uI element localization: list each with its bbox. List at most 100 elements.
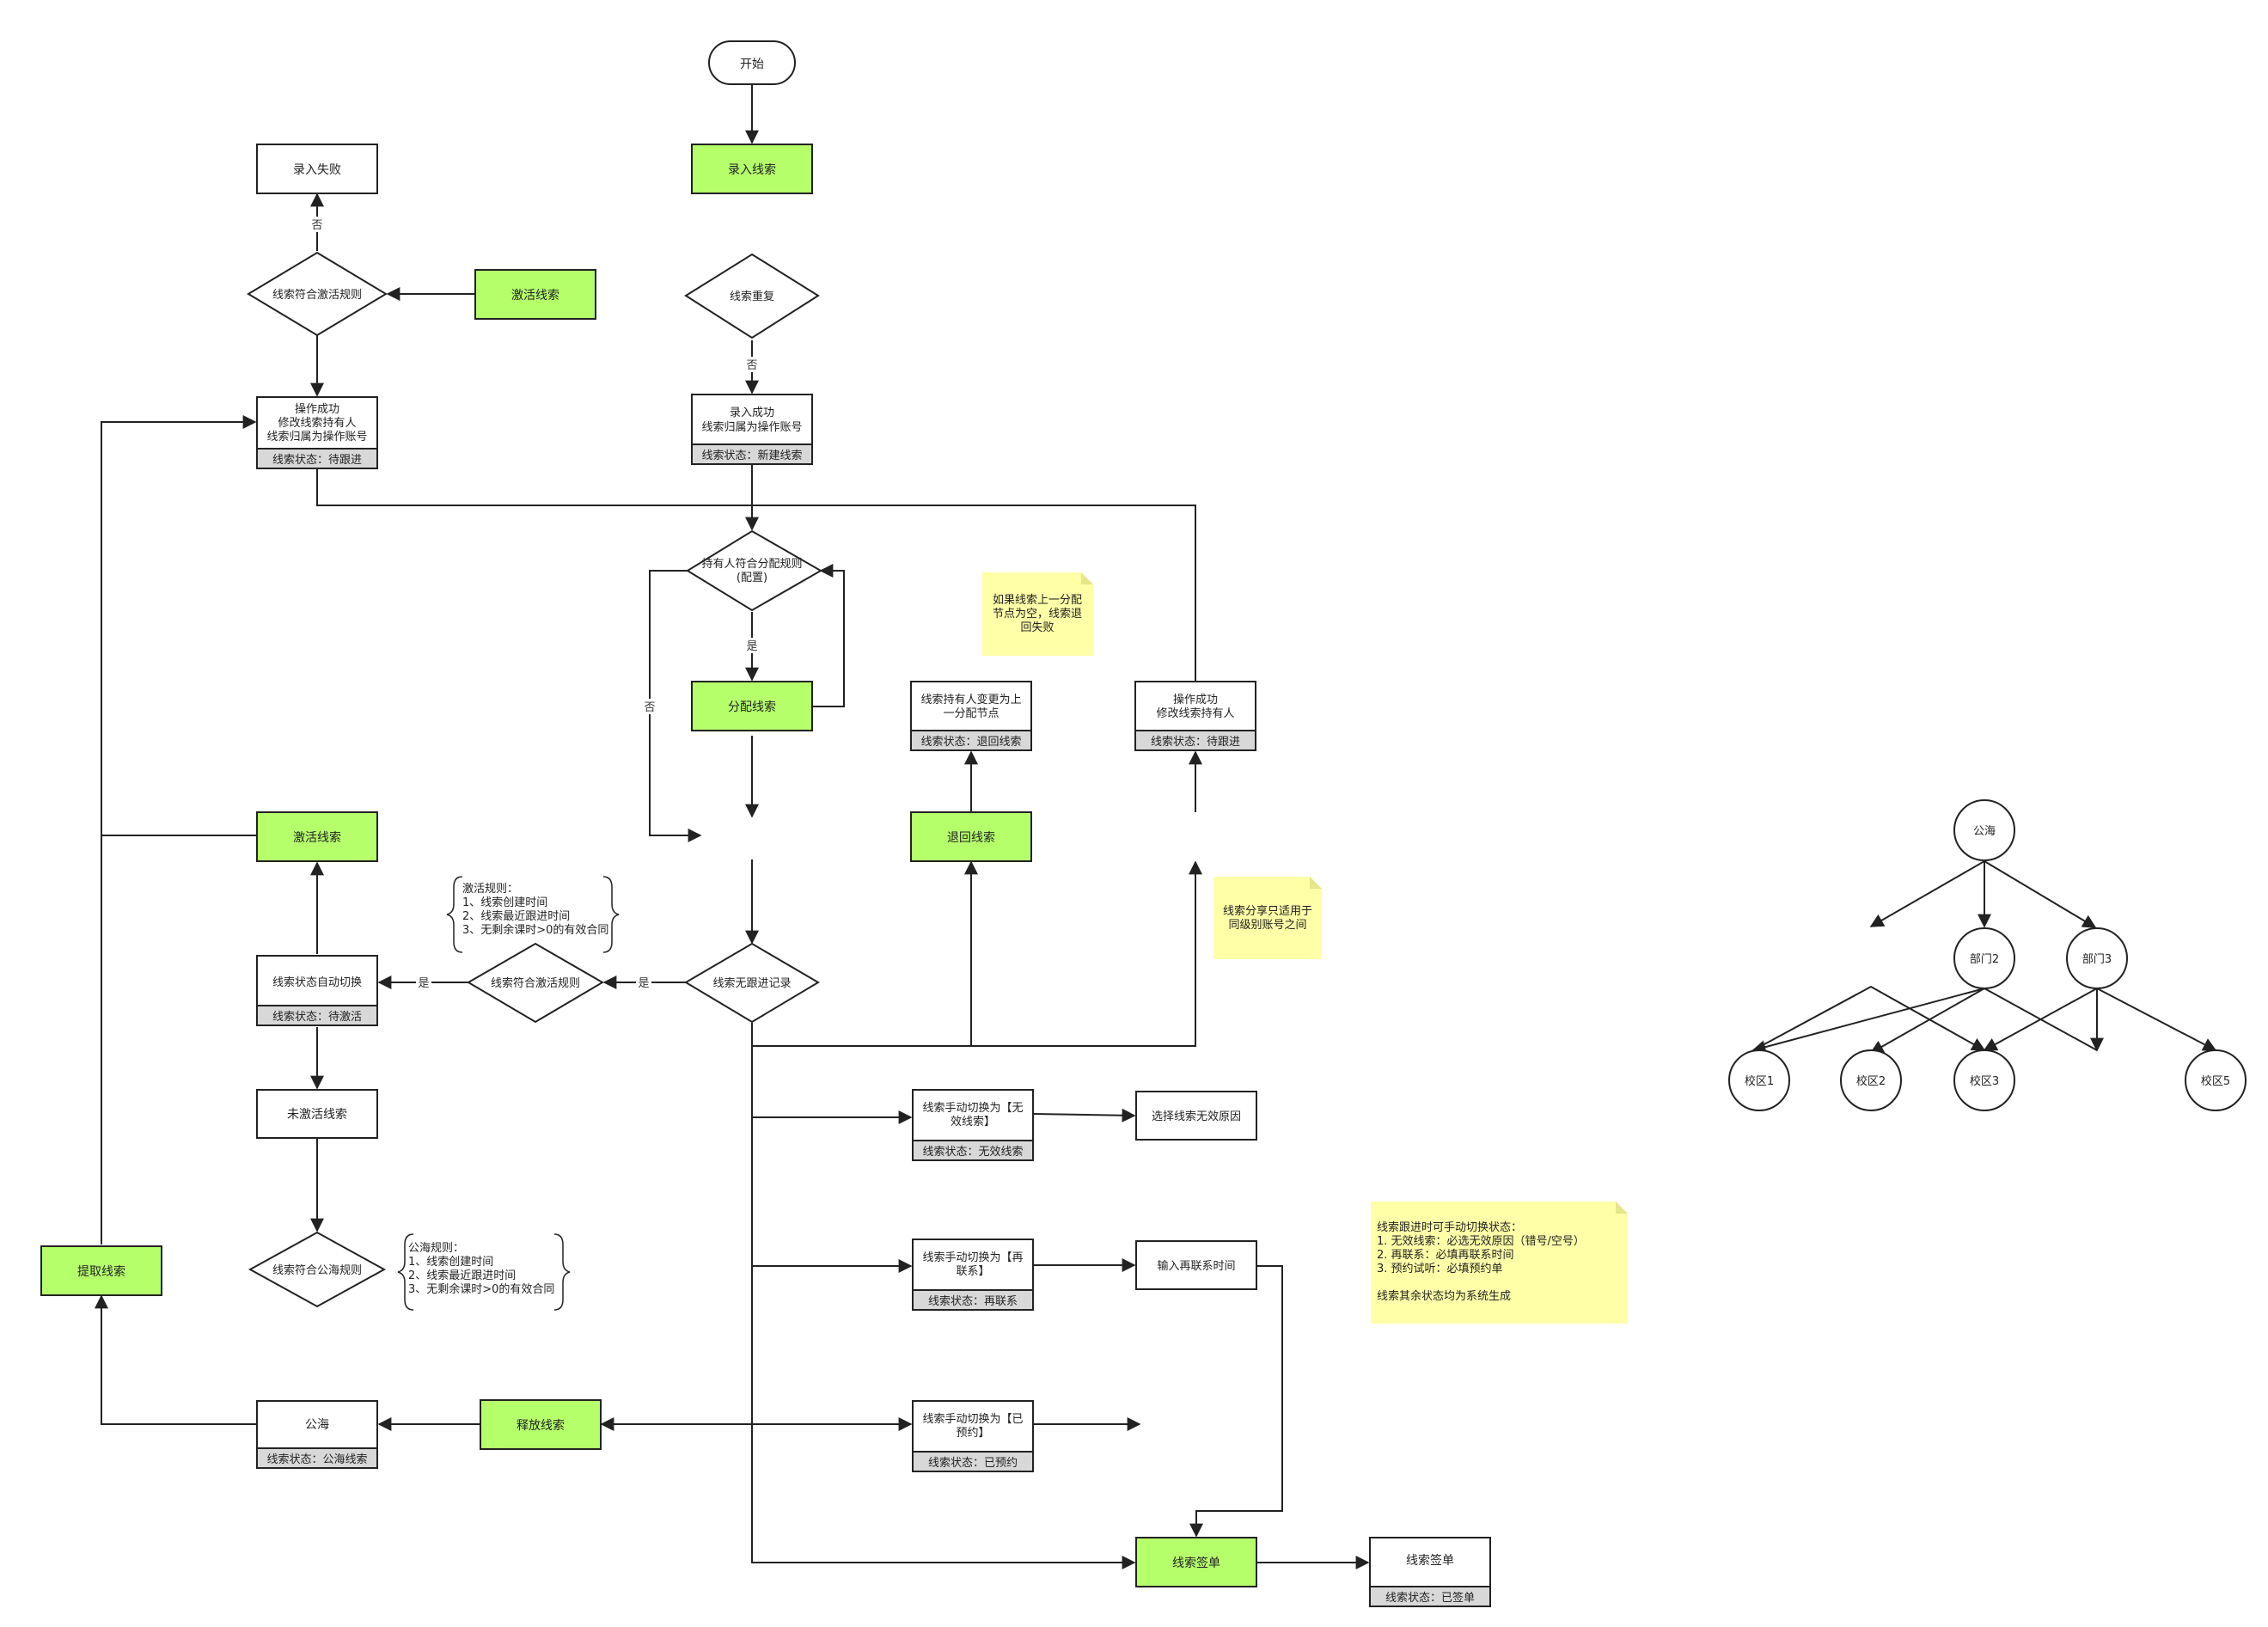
not-activated-node: 未激活线索 bbox=[256, 1089, 378, 1139]
op-success-line3: 线索归属为操作账号 bbox=[266, 430, 367, 443]
pool-rule-line2: 1、线索创建时间 bbox=[408, 1256, 493, 1269]
signed-label: 线索签单 bbox=[1406, 1553, 1454, 1568]
edge-activate-to-success bbox=[101, 415, 257, 836]
no-follow-node: 线索无跟进记录 bbox=[684, 942, 820, 1024]
tree-dept2-circle bbox=[1953, 927, 2015, 989]
tree-dept3-label: 部门3 bbox=[2082, 953, 2112, 966]
booked-line1: 线索手动切换为【已 bbox=[922, 1413, 1023, 1426]
edge-time-to-sign bbox=[1189, 1265, 1283, 1538]
auto-switch-node: 线索状态自动切换 线索状态：待激活 bbox=[256, 955, 378, 1026]
op-success2-node: 操作成功 修改线索持有人 线索状态：待跟进 bbox=[1134, 681, 1256, 751]
tree-campus2-circle bbox=[1840, 1049, 1902, 1111]
extract-lead-label: 提取线索 bbox=[77, 1264, 125, 1279]
op-success-line2: 修改线索持有人 bbox=[278, 417, 356, 430]
no-follow-label: 线索无跟进记录 bbox=[712, 977, 791, 990]
tree-edge-dept2-campus1 bbox=[1751, 988, 1985, 1055]
auto-switch-label: 线索状态自动切换 bbox=[272, 976, 362, 989]
recontact-status: 线索状态：再联系 bbox=[928, 1295, 1018, 1308]
activate-top-label: 激活线索 bbox=[511, 288, 559, 303]
activate-rule-line1: 激活规则： bbox=[462, 883, 518, 896]
recontact-time-label: 输入再联系时间 bbox=[1157, 1259, 1235, 1273]
invalid-line2: 效线索】 bbox=[951, 1116, 995, 1129]
booked-node: 线索手动切换为【已 预约】 线索状态：已预约 bbox=[912, 1400, 1034, 1472]
op-success2-line1: 操作成功 bbox=[1173, 693, 1218, 706]
tree-edge-cross1 bbox=[1752, 985, 1986, 1051]
tree-campus1-circle bbox=[1728, 1049, 1790, 1111]
op-success-node: 操作成功 修改线索持有人 线索归属为操作账号 线索状态：待跟进 bbox=[256, 396, 378, 469]
tree-edge-dept3-campus5 bbox=[2096, 988, 2217, 1051]
edge-label-yes-assign: 是 bbox=[746, 640, 757, 653]
assign-lead-label: 分配线索 bbox=[728, 700, 776, 714]
pool-rule-check-node: 线索符合公海规则 bbox=[248, 1231, 387, 1308]
tree-root-label: 公海 bbox=[1973, 825, 1996, 838]
edge-labels: 否 否 是 否 是 是 bbox=[309, 217, 760, 990]
activate-mid-label: 激活线索 bbox=[293, 830, 341, 845]
enter-lead-label: 录入线索 bbox=[728, 162, 776, 177]
activate-rule-line2: 1、线索创建时间 bbox=[462, 896, 547, 909]
edge-label-yes-switch: 是 bbox=[418, 977, 429, 990]
org-tree: 公海 部门2 部门3 校区1 校区2 校区3 校区5 bbox=[1728, 799, 2247, 1111]
rule-check-mid-label: 线索符合激活规则 bbox=[491, 976, 580, 990]
auto-switch-status: 线索状态：待激活 bbox=[272, 1011, 362, 1024]
tree-dept2-label: 部门2 bbox=[1970, 953, 1999, 966]
owner-rule-line1: 持有人符合分配规则 bbox=[701, 557, 802, 571]
edge-success-to-right bbox=[316, 468, 1196, 683]
pool-rule-line4: 3、无剩余课时>0的有效合同 bbox=[408, 1282, 554, 1296]
edge-label-no-left: 否 bbox=[644, 701, 655, 714]
pool-rule-note: 公海规则： 1、线索创建时间 2、线索最近跟进时间 3、无剩余课时>0的有效合同 bbox=[397, 1233, 571, 1311]
nodes: 开始 录入线索 录入失败 线索符合激活规则 激活线索 线索重复 bbox=[40, 40, 1491, 1607]
enter-lead-node: 录入线索 bbox=[691, 144, 813, 194]
recontact-node: 线索手动切换为【再 联系】 线索状态：再联系 bbox=[912, 1239, 1034, 1311]
manual-note-line1: 线索跟进时可手动切换状态： bbox=[1377, 1221, 1522, 1234]
return-lead-label: 退回线索 bbox=[947, 830, 995, 845]
activate-rule-line4: 3、无剩余课时>0的有效合同 bbox=[462, 923, 608, 937]
pool-label: 公海 bbox=[305, 1418, 329, 1432]
return-note-line2: 节点为空，线索退 bbox=[993, 608, 1082, 621]
invalid-line1: 线索手动切换为【无 bbox=[922, 1102, 1023, 1115]
recontact-line2: 联系】 bbox=[956, 1265, 989, 1278]
enter-success-line2: 线索归属为操作账号 bbox=[701, 420, 802, 434]
edge-label-yes-rule: 是 bbox=[638, 977, 649, 990]
assign-lead-node: 分配线索 bbox=[691, 681, 813, 731]
rule-check-top-label: 线索符合激活规则 bbox=[272, 288, 362, 302]
op-success2-status: 线索状态：待跟进 bbox=[1151, 736, 1240, 749]
return-node: 线索持有人变更为上 一分配节点 线索状态：退回线索 bbox=[910, 681, 1032, 751]
edge-label-no-dup: 否 bbox=[746, 359, 757, 372]
tree-campus1-label: 校区1 bbox=[1745, 1074, 1774, 1088]
activate-rule-line3: 2、线索最近跟进时间 bbox=[462, 910, 570, 923]
enter-fail-node: 录入失败 bbox=[256, 144, 378, 194]
owner-rule-line2: (配置) bbox=[737, 572, 767, 584]
manual-note-line4: 3. 预约试听：必填预约单 bbox=[1377, 1263, 1503, 1275]
tree-campus5-circle bbox=[2185, 1049, 2247, 1111]
booked-status: 线索状态：已预约 bbox=[928, 1457, 1018, 1470]
tree-campus2-label: 校区2 bbox=[1856, 1074, 1886, 1088]
tree-edge-dept2-campus2 bbox=[1869, 988, 1985, 1054]
manual-note-line3: 2. 再联系：必填再联系时间 bbox=[1377, 1249, 1514, 1262]
return-note-line1: 如果线索上一分配 bbox=[993, 593, 1082, 607]
release-lead-label: 释放线索 bbox=[517, 1418, 565, 1433]
tree-campus3-label: 校区3 bbox=[1970, 1074, 1999, 1088]
owner-rule-node: 持有人符合分配规则 (配置) bbox=[686, 529, 823, 612]
activate-rule-note: 激活规则： 1、线索创建时间 2、线索最近跟进时间 3、无剩余课时>0的有效合同 bbox=[446, 876, 620, 953]
return-node-line2: 一分配节点 bbox=[943, 707, 999, 720]
manual-note-line6: 线索其余状态均为系统生成 bbox=[1377, 1289, 1511, 1303]
share-sticky-note: 线索分享只适用于 同级别账号之间 bbox=[1213, 877, 1322, 959]
lead-duplicate-label: 线索重复 bbox=[730, 290, 774, 303]
release-lead-node: 释放线索 bbox=[480, 1399, 602, 1450]
enter-success-node: 录入成功 线索归属为操作账号 线索状态：新建线索 bbox=[691, 394, 813, 465]
invalid-reason-node: 选择线索无效原因 bbox=[1135, 1091, 1257, 1141]
not-activated-label: 未激活线索 bbox=[287, 1107, 347, 1122]
return-sticky-note: 如果线索上一分配 节点为空，线索退 回失败 bbox=[982, 572, 1093, 656]
tree-edge-dept2-right bbox=[1984, 988, 2098, 1051]
op-success-status: 线索状态：待跟进 bbox=[272, 454, 362, 467]
manual-note-line2: 1. 无效线索：必选无效原因（错号/空号） bbox=[1377, 1235, 1585, 1248]
start-label: 开始 bbox=[740, 58, 764, 71]
tree-edge-root-left bbox=[1869, 860, 1985, 927]
rule-check-top-node: 线索符合激活规则 bbox=[247, 251, 388, 337]
return-lead-node: 退回线索 bbox=[910, 811, 1032, 862]
op-success-line1: 操作成功 bbox=[295, 402, 339, 416]
recontact-time-node: 输入再联系时间 bbox=[1135, 1240, 1257, 1290]
share-note-line2: 同级别账号之间 bbox=[1228, 919, 1306, 932]
rule-check-mid-node: 线索符合激活规则 bbox=[467, 942, 604, 1024]
enter-success-status: 线索状态：新建线索 bbox=[701, 449, 802, 462]
